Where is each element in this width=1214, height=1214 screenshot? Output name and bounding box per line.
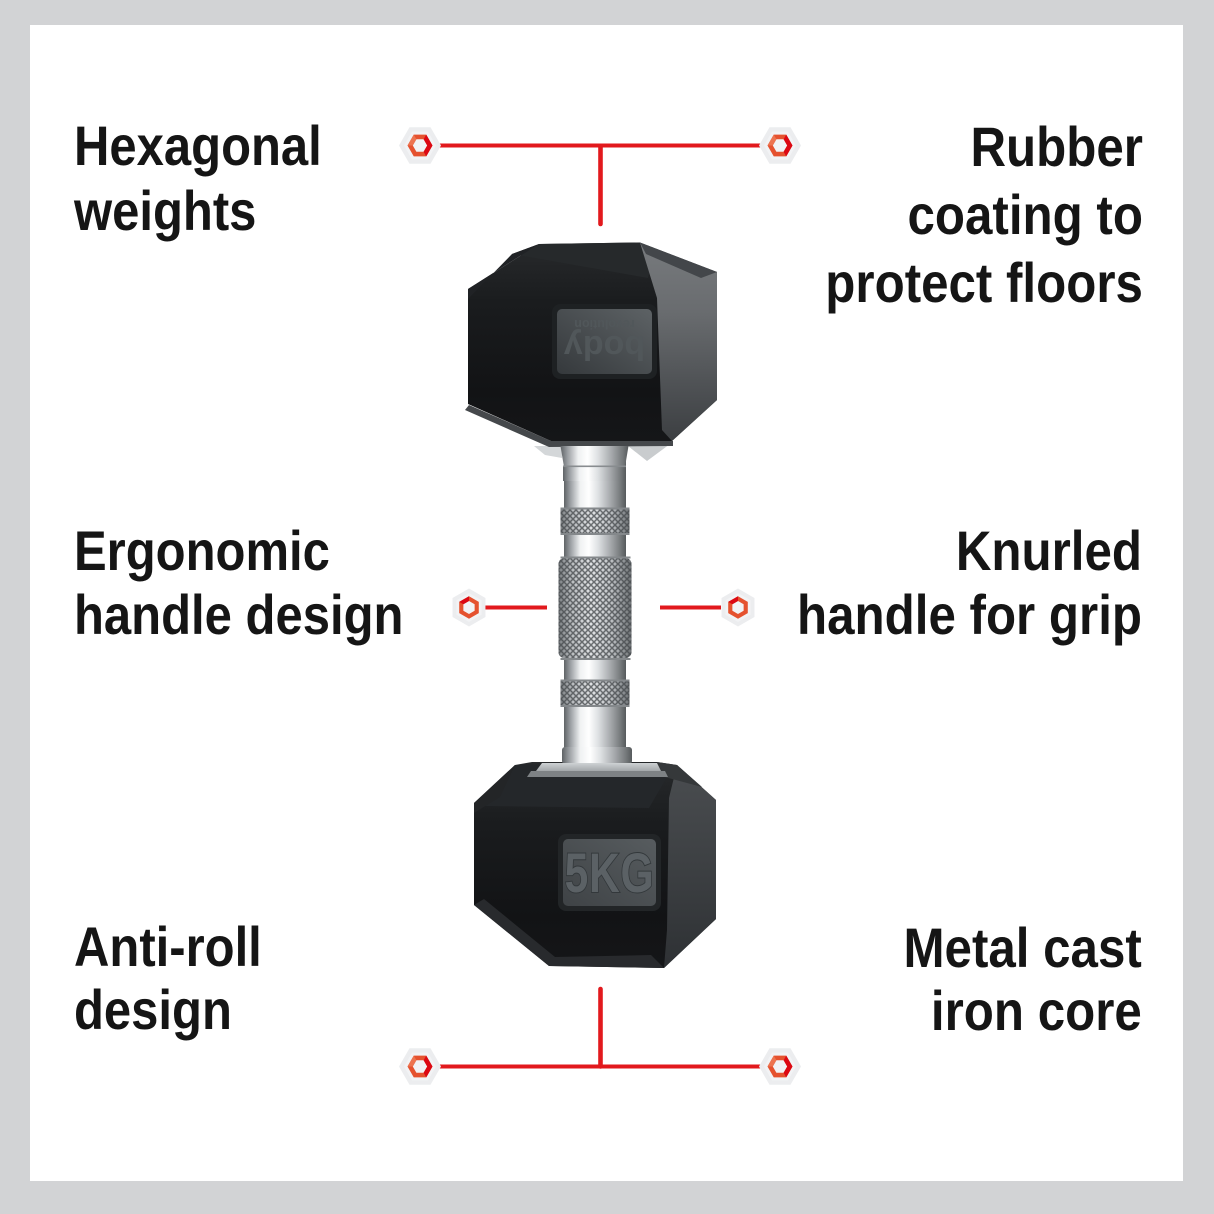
svg-text:body: body: [564, 328, 645, 366]
svg-text:5KG: 5KG: [565, 841, 655, 904]
svg-text:revolution: revolution: [574, 317, 634, 331]
